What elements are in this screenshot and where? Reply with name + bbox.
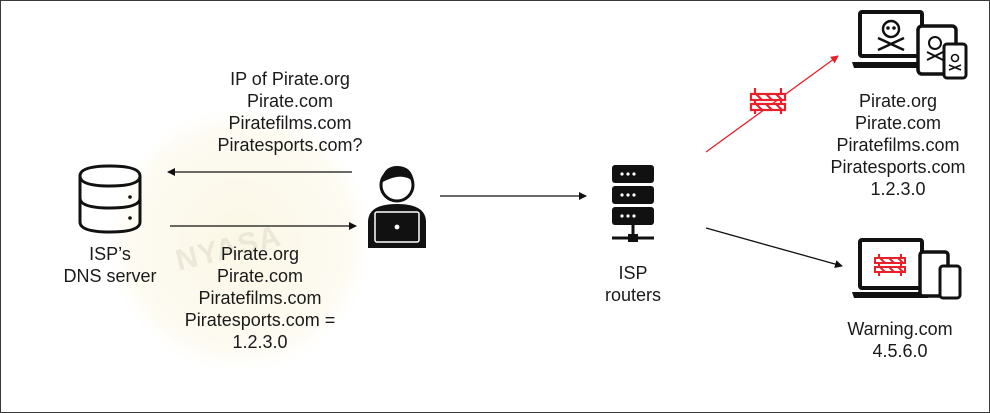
warning-line: 4.5.6.0 (872, 341, 928, 361)
database-server-icon (78, 164, 142, 234)
watermark-logo (110, 110, 370, 370)
query-line: IP of Pirate.org (230, 69, 350, 89)
user-laptop-icon (368, 166, 426, 248)
response-line: Piratesports.com = (184, 310, 336, 330)
barrier-icon (749, 88, 787, 114)
blocked-line: Pirate.com (854, 113, 942, 133)
routers-label-line: ISP (618, 263, 648, 283)
blocked-line: Pirate.org (858, 91, 938, 111)
blocked-line: 1.2.3.0 (870, 179, 926, 199)
blocked-line: Piratefilms.com (836, 135, 960, 155)
dns-label-line: ISP’s (89, 244, 131, 264)
routers-label-line: routers (604, 285, 662, 305)
dns-server-label: ISP’s DNS server (50, 243, 170, 287)
dns-query-text: IP of Pirate.org Pirate.com Piratefilms.… (200, 68, 380, 156)
warning-devices-icon (852, 238, 962, 300)
response-line: Pirate.com (216, 266, 304, 286)
response-line: 1.2.3.0 (232, 332, 288, 352)
blocked-line: Piratesports.com (830, 157, 966, 177)
pirate-devices-icon (852, 10, 968, 80)
redirect-arrow (705, 227, 843, 268)
server-rack-icon (612, 165, 654, 242)
query-line: Pirate.com (246, 91, 334, 111)
dns-label-line: DNS server (63, 266, 157, 286)
response-line: Pirate.org (220, 244, 300, 264)
routers-label: ISP routers (588, 262, 678, 306)
warning-line: Warning.com (847, 319, 953, 339)
warning-target-text: Warning.com 4.5.6.0 (830, 318, 970, 362)
query-line: Piratefilms.com (228, 113, 352, 133)
dns-response-text: Pirate.org Pirate.com Piratefilms.com Pi… (170, 243, 350, 353)
response-line: Piratefilms.com (198, 288, 322, 308)
blocked-target-text: Pirate.org Pirate.com Piratefilms.com Pi… (818, 90, 978, 200)
query-line: Piratesports.com? (217, 135, 363, 155)
